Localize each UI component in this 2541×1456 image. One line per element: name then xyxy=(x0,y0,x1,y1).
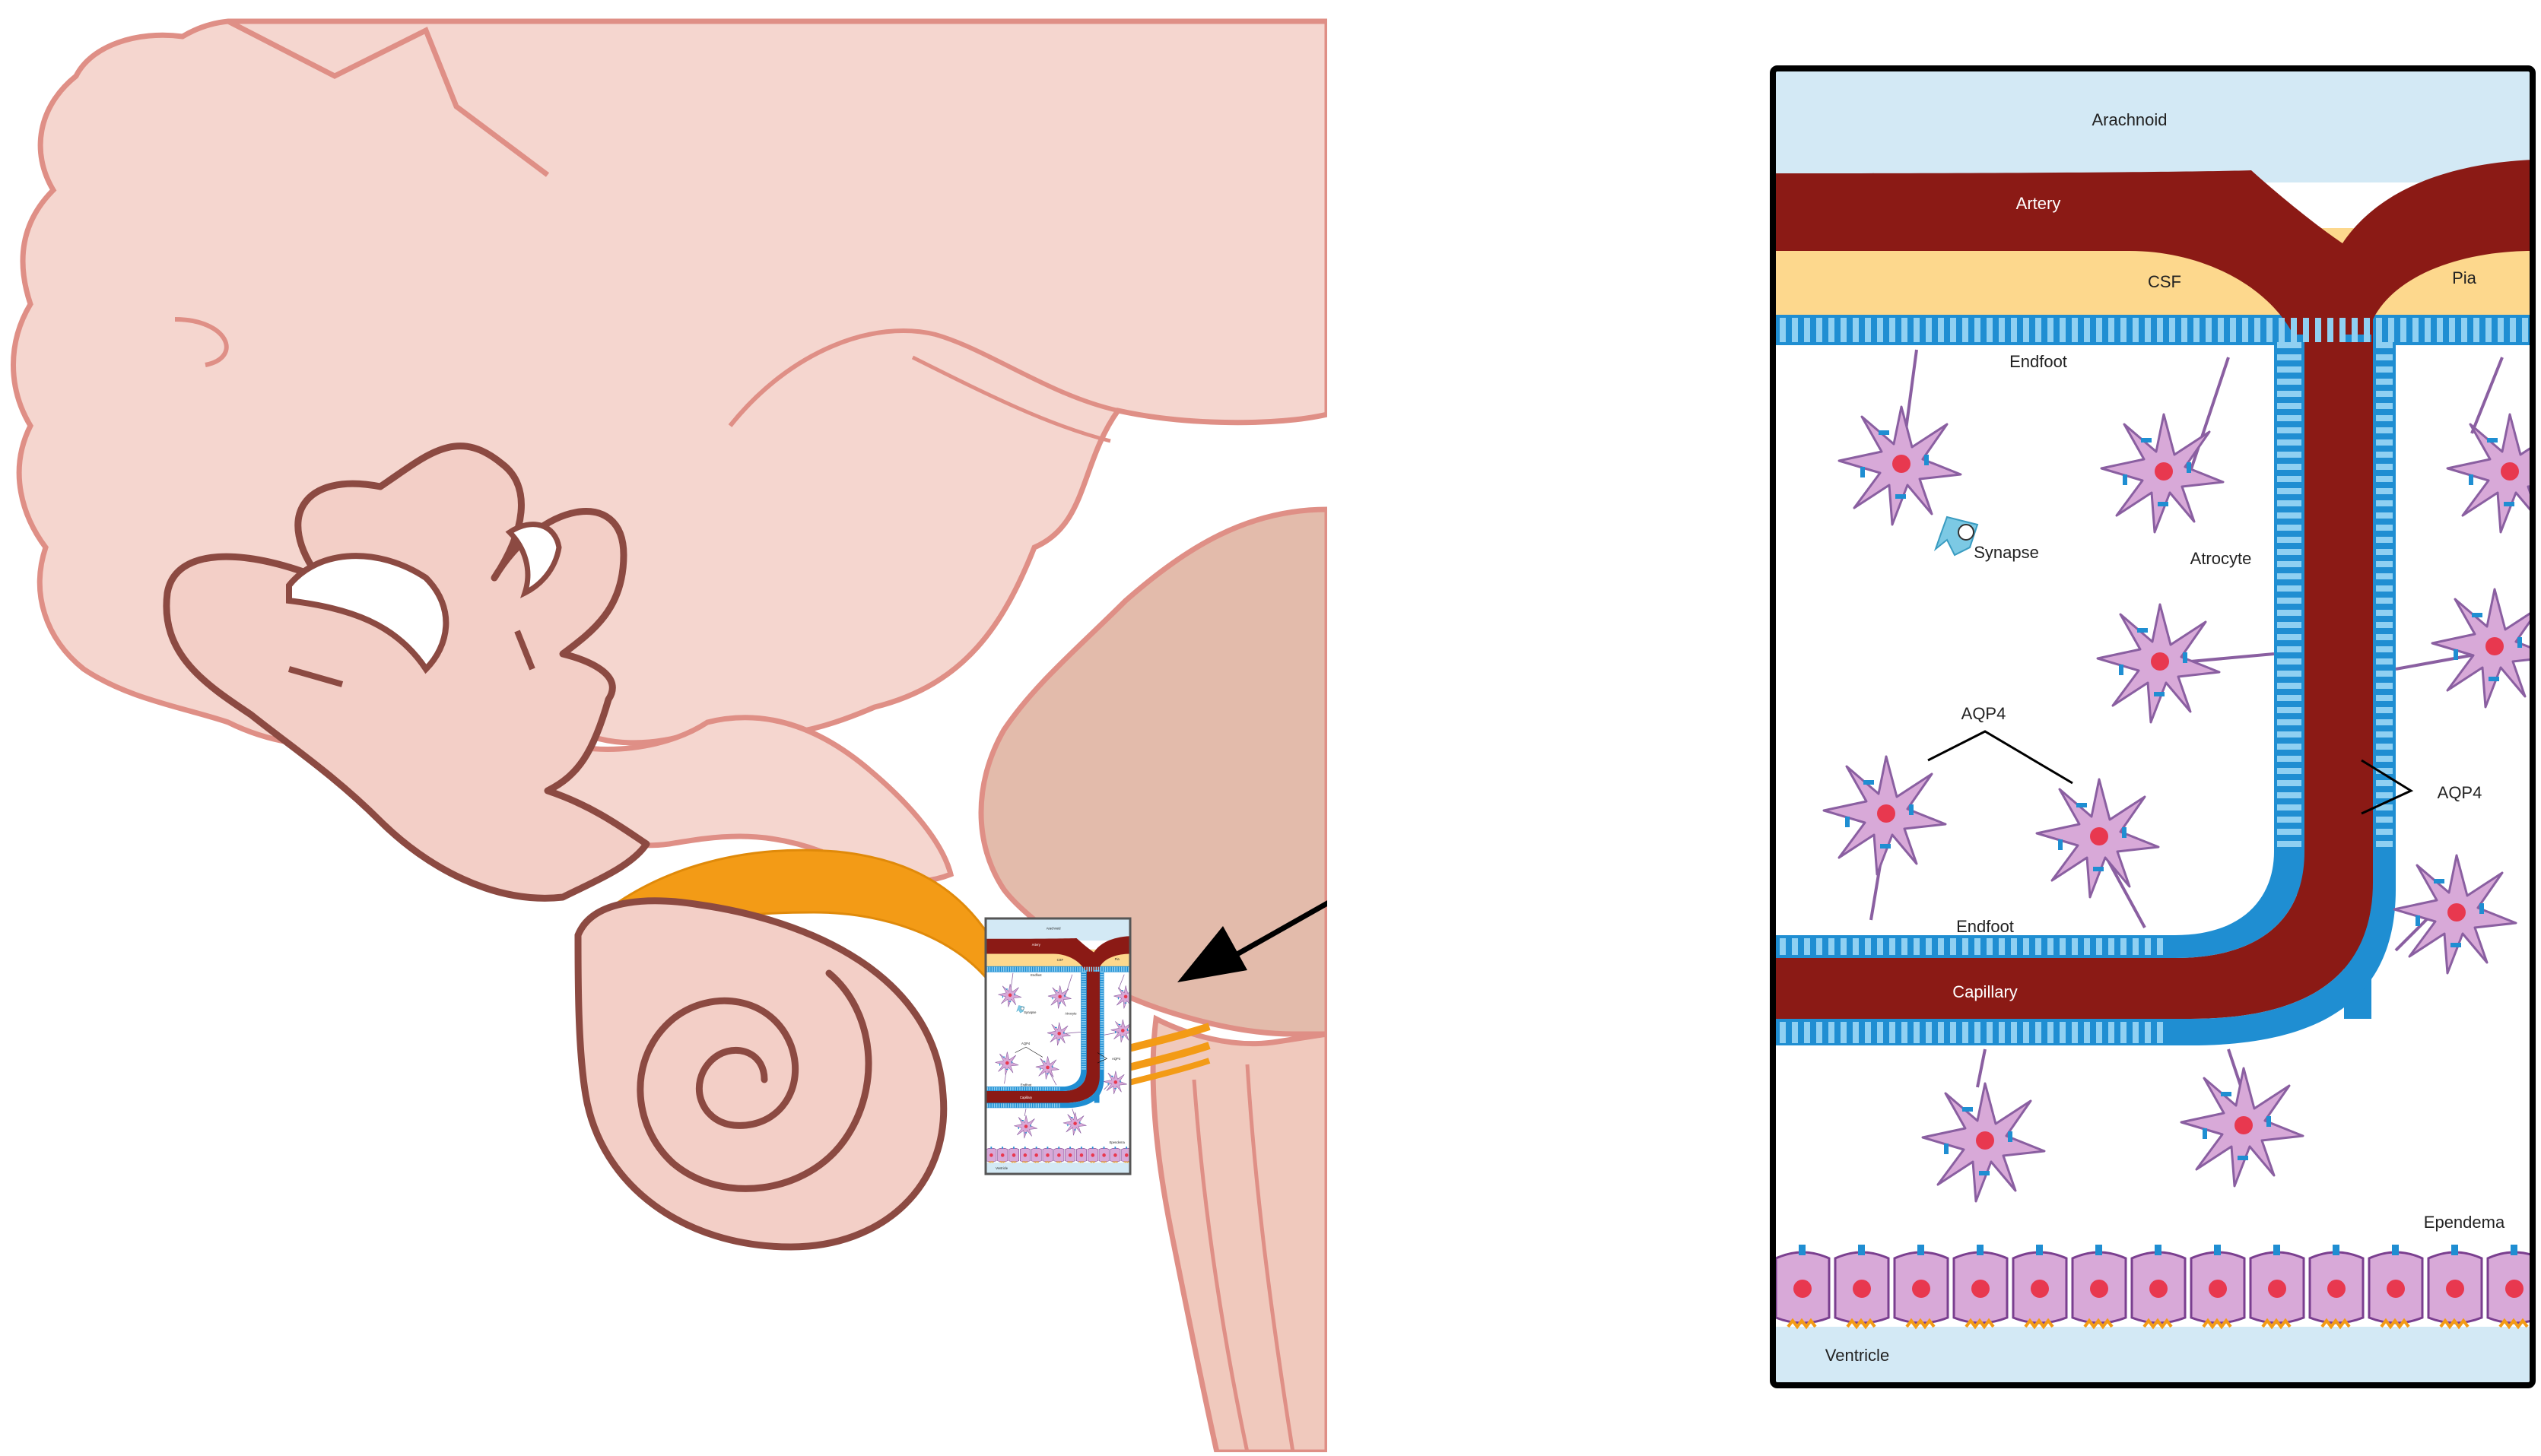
spinal-cord xyxy=(1150,1014,1327,1452)
label-artery: Artery xyxy=(2016,194,2061,213)
label-ventricle: Ventricle xyxy=(1825,1346,1889,1365)
brainstem xyxy=(978,506,1327,1037)
label-endfoot-top: Endfoot xyxy=(2009,352,2067,371)
ependymal-cell xyxy=(2130,1243,2187,1328)
aqp4-lining-texture xyxy=(1780,318,2528,1043)
arachnoid-layer xyxy=(1773,68,2533,182)
label-atrocyte: Atrocyte xyxy=(2190,549,2252,568)
ependymal-cell xyxy=(2012,1243,2068,1328)
label-endfoot-bottom: Endfoot xyxy=(1956,917,2014,936)
ependymal-cell xyxy=(2427,1243,2483,1328)
ependymal-cell xyxy=(2190,1243,2246,1328)
synapse-icon xyxy=(1933,515,1979,557)
detail-inset-thumbnail xyxy=(984,917,1132,1175)
label-ependema: Ependema xyxy=(2424,1213,2505,1232)
ependymal-cell xyxy=(1952,1243,2009,1328)
label-pia: Pia xyxy=(2452,268,2477,287)
label-csf: CSF xyxy=(2148,272,2181,291)
ependymal-cell xyxy=(1893,1243,1949,1328)
cochlea xyxy=(574,897,948,1251)
label-capillary: Capillary xyxy=(1952,982,2018,1001)
ependymal-cell xyxy=(2308,1243,2365,1328)
capillary xyxy=(1773,342,2373,1019)
brain-anatomy xyxy=(11,18,1327,1452)
glymphatic-detail-panel: Arachnoid Artery CSF Pia Endfoot Synapse… xyxy=(1770,65,2536,1388)
ependymal-cell xyxy=(2368,1243,2424,1328)
ependymal-cell xyxy=(2249,1243,2305,1328)
label-synapse: Synapse xyxy=(1974,543,2039,562)
label-arachnoid: Arachnoid xyxy=(2092,110,2167,129)
zoom-arrowhead xyxy=(1177,926,1247,982)
ependymal-cell xyxy=(1834,1243,1890,1328)
ependymal-cell xyxy=(2071,1243,2127,1328)
ependymal-cell xyxy=(1774,1243,1831,1328)
label-aqp4-right: AQP4 xyxy=(2438,783,2482,802)
zoom-arrow-line xyxy=(1215,900,1327,969)
label-aqp4-left: AQP4 xyxy=(1961,704,2006,723)
